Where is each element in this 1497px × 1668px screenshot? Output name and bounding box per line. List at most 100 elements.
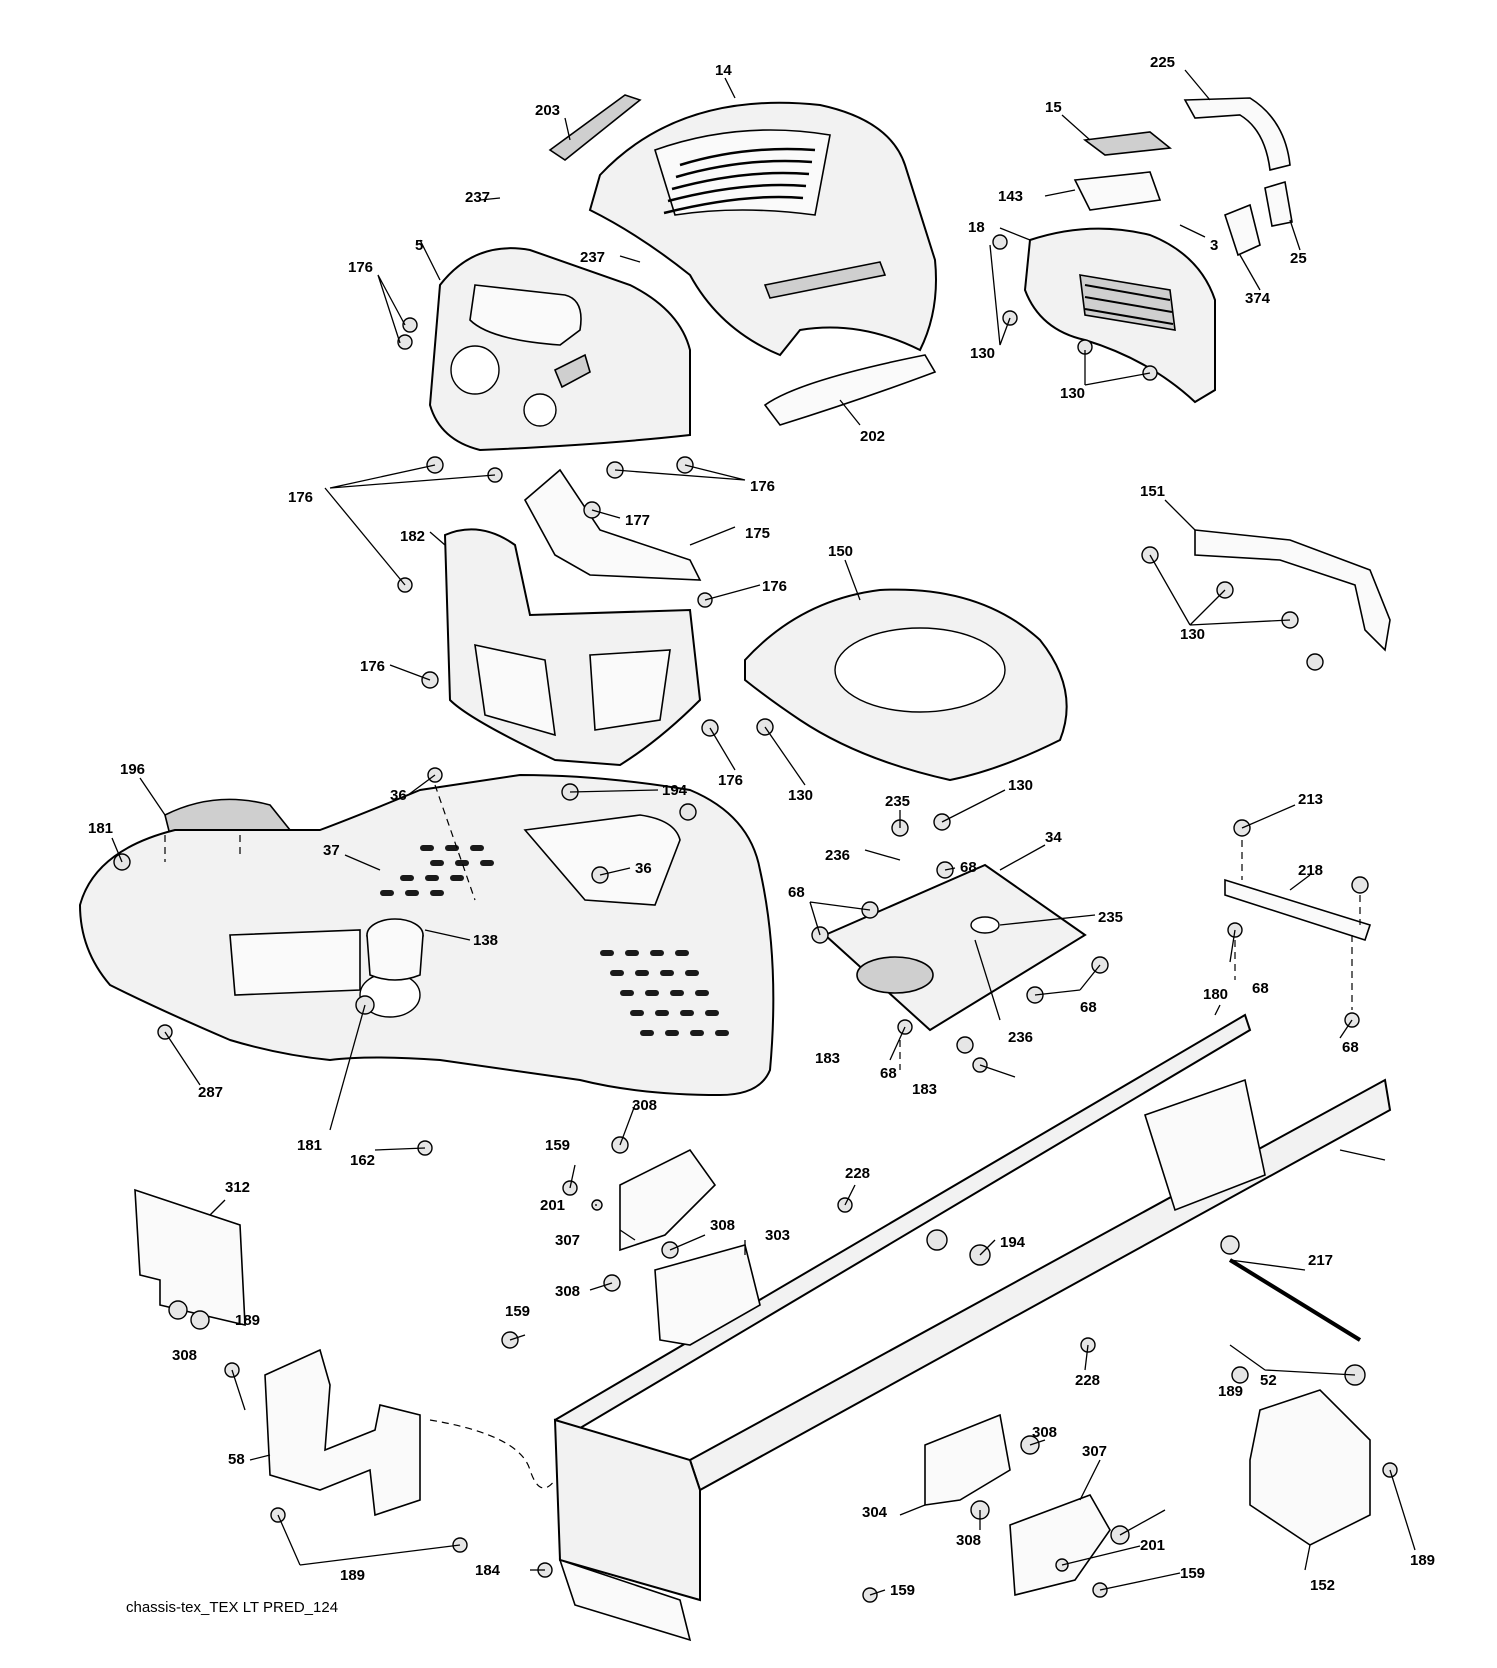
callout-label: 34 bbox=[1045, 829, 1062, 846]
plate-312-part bbox=[134, 1188, 246, 1327]
callout-label: 213 bbox=[1298, 791, 1323, 808]
callout-label: 150 bbox=[828, 543, 853, 560]
callout-label: 3 bbox=[1210, 237, 1218, 254]
callout-label: 189 bbox=[1410, 1552, 1435, 1569]
callout-label: 162 bbox=[350, 1152, 375, 1169]
callout-label: 159 bbox=[505, 1303, 530, 1320]
bracket-307b-part bbox=[1009, 1494, 1111, 1597]
callout-label: 183 bbox=[912, 1081, 937, 1098]
callout-label: 308 bbox=[956, 1532, 981, 1549]
callout-label: 235 bbox=[885, 793, 910, 810]
callout-label: 68 bbox=[1080, 999, 1097, 1016]
callout-label: 196 bbox=[120, 761, 145, 778]
callout-label: 308 bbox=[1032, 1424, 1057, 1441]
side-trim-part bbox=[1183, 97, 1291, 171]
callout-label: 37 bbox=[323, 842, 340, 859]
callout-label: 177 bbox=[625, 512, 650, 529]
callout-label: 237 bbox=[465, 189, 490, 206]
callout-label: 236 bbox=[1008, 1029, 1033, 1046]
callout-label: 130 bbox=[1060, 385, 1085, 402]
callout-label: 183 bbox=[815, 1050, 840, 1067]
callout-label: 18 bbox=[968, 219, 985, 236]
callout-label: 235 bbox=[1098, 909, 1123, 926]
callout-label: 308 bbox=[555, 1283, 580, 1300]
callout-label: 237 bbox=[580, 249, 605, 266]
callout-label: 180 bbox=[1203, 986, 1228, 1003]
callout-label: 14 bbox=[715, 62, 732, 79]
callout-label: 5 bbox=[415, 237, 423, 254]
callout-label: 176 bbox=[288, 489, 313, 506]
callout-label: 308 bbox=[710, 1217, 735, 1234]
callout-label: 25 bbox=[1290, 250, 1307, 267]
callout-label: 15 bbox=[1045, 99, 1062, 116]
callout-label: 36 bbox=[635, 860, 652, 877]
callout-label: 36 bbox=[390, 787, 407, 804]
callout-label: 138 bbox=[473, 932, 498, 949]
callout-label: 176 bbox=[360, 658, 385, 675]
callout-label: 68 bbox=[1252, 980, 1269, 997]
mount-plate-part bbox=[823, 863, 1087, 1032]
callout-label: 143 bbox=[998, 188, 1023, 205]
rod-217-part bbox=[1228, 1258, 1362, 1342]
scoop-part bbox=[763, 354, 937, 426]
callout-label: 374 bbox=[1245, 290, 1271, 307]
callout-label: 308 bbox=[632, 1097, 657, 1114]
callout-label: 307 bbox=[555, 1232, 580, 1249]
callout-label: 228 bbox=[845, 1165, 870, 1182]
callout-label: 68 bbox=[880, 1065, 897, 1082]
callout-label: 312 bbox=[225, 1179, 250, 1196]
callout-label: 52 bbox=[1260, 1372, 1277, 1389]
bracket-58-part bbox=[264, 1348, 421, 1517]
callout-label: 228 bbox=[1075, 1372, 1100, 1389]
bracket-218-part bbox=[1224, 878, 1372, 942]
callout-label: 152 bbox=[1310, 1577, 1335, 1594]
callout-label: 225 bbox=[1150, 54, 1175, 71]
hood-trim-part bbox=[548, 94, 642, 161]
hood-part bbox=[588, 101, 937, 357]
callout-label: 201 bbox=[1140, 1537, 1165, 1554]
callout-label: 181 bbox=[88, 820, 113, 837]
callout-label: 176 bbox=[348, 259, 373, 276]
lens-part bbox=[1073, 171, 1162, 211]
leader-lines bbox=[111, 69, 1416, 1596]
callout-label: 307 bbox=[1082, 1443, 1107, 1460]
callout-label: 130 bbox=[970, 345, 995, 362]
drawing-id-label: chassis-tex_TEX LT PRED_124 bbox=[126, 1599, 339, 1616]
callout-label: 194 bbox=[1000, 1234, 1026, 1251]
callout-label: 159 bbox=[545, 1137, 570, 1154]
callout-label: 68 bbox=[960, 859, 977, 876]
callout-label: 175 bbox=[745, 525, 770, 542]
callout-label: 303 bbox=[765, 1227, 790, 1244]
bracket-175-part bbox=[523, 468, 702, 581]
callout-label: 189 bbox=[340, 1567, 365, 1584]
callout-label: 176 bbox=[718, 772, 743, 789]
callout-label: 308 bbox=[172, 1347, 197, 1364]
callout-label: 304 bbox=[862, 1504, 888, 1521]
dash-panel-part bbox=[428, 247, 691, 452]
seat-pan-part bbox=[744, 588, 1068, 782]
callout-label: 189 bbox=[235, 1312, 260, 1329]
light-part bbox=[1224, 203, 1261, 257]
callout-label: 287 bbox=[198, 1084, 223, 1101]
bracket-151-part bbox=[1194, 529, 1391, 652]
callout-label: 68 bbox=[788, 884, 805, 901]
body-pan-part bbox=[78, 773, 775, 1097]
callout-label: 184 bbox=[475, 1562, 501, 1579]
callout-label: 130 bbox=[1180, 626, 1205, 643]
callout-label: 189 bbox=[1218, 1383, 1243, 1400]
callout-label: 201 bbox=[540, 1197, 565, 1214]
callouts: 14 203 225 15 143 18 3 25 374 130 130 23… bbox=[88, 54, 1435, 1599]
callout-label: 130 bbox=[1008, 777, 1033, 794]
callout-label: 58 bbox=[228, 1451, 245, 1468]
callout-label: 218 bbox=[1298, 862, 1323, 879]
callout-label: 159 bbox=[890, 1582, 915, 1599]
bracket-303-part bbox=[654, 1244, 761, 1346]
callout-label: 151 bbox=[1140, 483, 1165, 500]
callout-label: 182 bbox=[400, 528, 425, 545]
callout-label: 202 bbox=[860, 428, 885, 445]
bracket-307-part bbox=[619, 1148, 717, 1252]
bracket-304-part bbox=[924, 1413, 1011, 1506]
callout-label: 236 bbox=[825, 847, 850, 864]
console-part bbox=[443, 528, 702, 767]
callout-label: 159 bbox=[1180, 1565, 1205, 1582]
